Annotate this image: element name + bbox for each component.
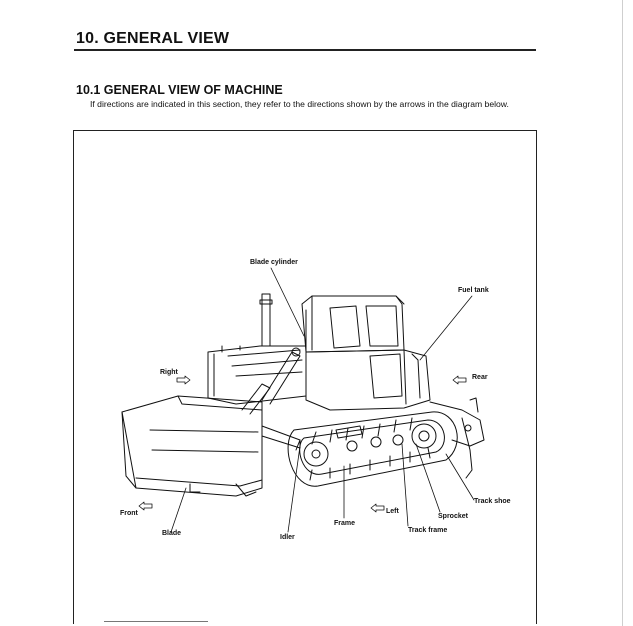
label-right: Right [160,369,178,376]
right-arrow-icon [176,375,191,385]
label-fuel-tank: Fuel tank [458,287,489,294]
label-left: Left [386,508,399,515]
direction-arrows [138,375,467,513]
bulldozer-diagram [121,267,485,533]
exhaust-stack [259,293,273,347]
label-sprocket: Sprocket [438,513,468,520]
left-arrow-icon [370,503,385,513]
label-track-shoe: Track shoe [474,498,511,505]
label-idler: Idler [280,534,295,541]
bottom-rule [104,621,208,622]
push-arm [241,347,301,449]
title-underline [74,49,536,51]
page-edge [622,0,623,626]
ripper [429,397,485,479]
label-track-frame: Track frame [408,527,448,534]
page-title: 10. GENERAL VIEW [76,30,230,47]
figure-frame [73,130,537,624]
leader-lines [170,267,475,533]
engine-hood [207,345,307,405]
operator-cab [301,295,405,353]
rear-body [305,349,431,411]
label-blade-cylinder: Blade cylinder [250,259,298,266]
label-front: Front [120,510,138,517]
label-blade: Blade [162,530,182,537]
section-heading: 10.1 GENERAL VIEW OF MACHINE [76,83,283,97]
track-assembly [287,411,458,487]
section-intro: If directions are indicated in this sect… [90,99,509,109]
dozer-blade [121,395,263,497]
front-arrow-icon [138,501,153,511]
label-frame: Frame [334,520,356,527]
rear-arrow-icon [452,375,467,385]
label-rear: Rear [472,374,488,381]
